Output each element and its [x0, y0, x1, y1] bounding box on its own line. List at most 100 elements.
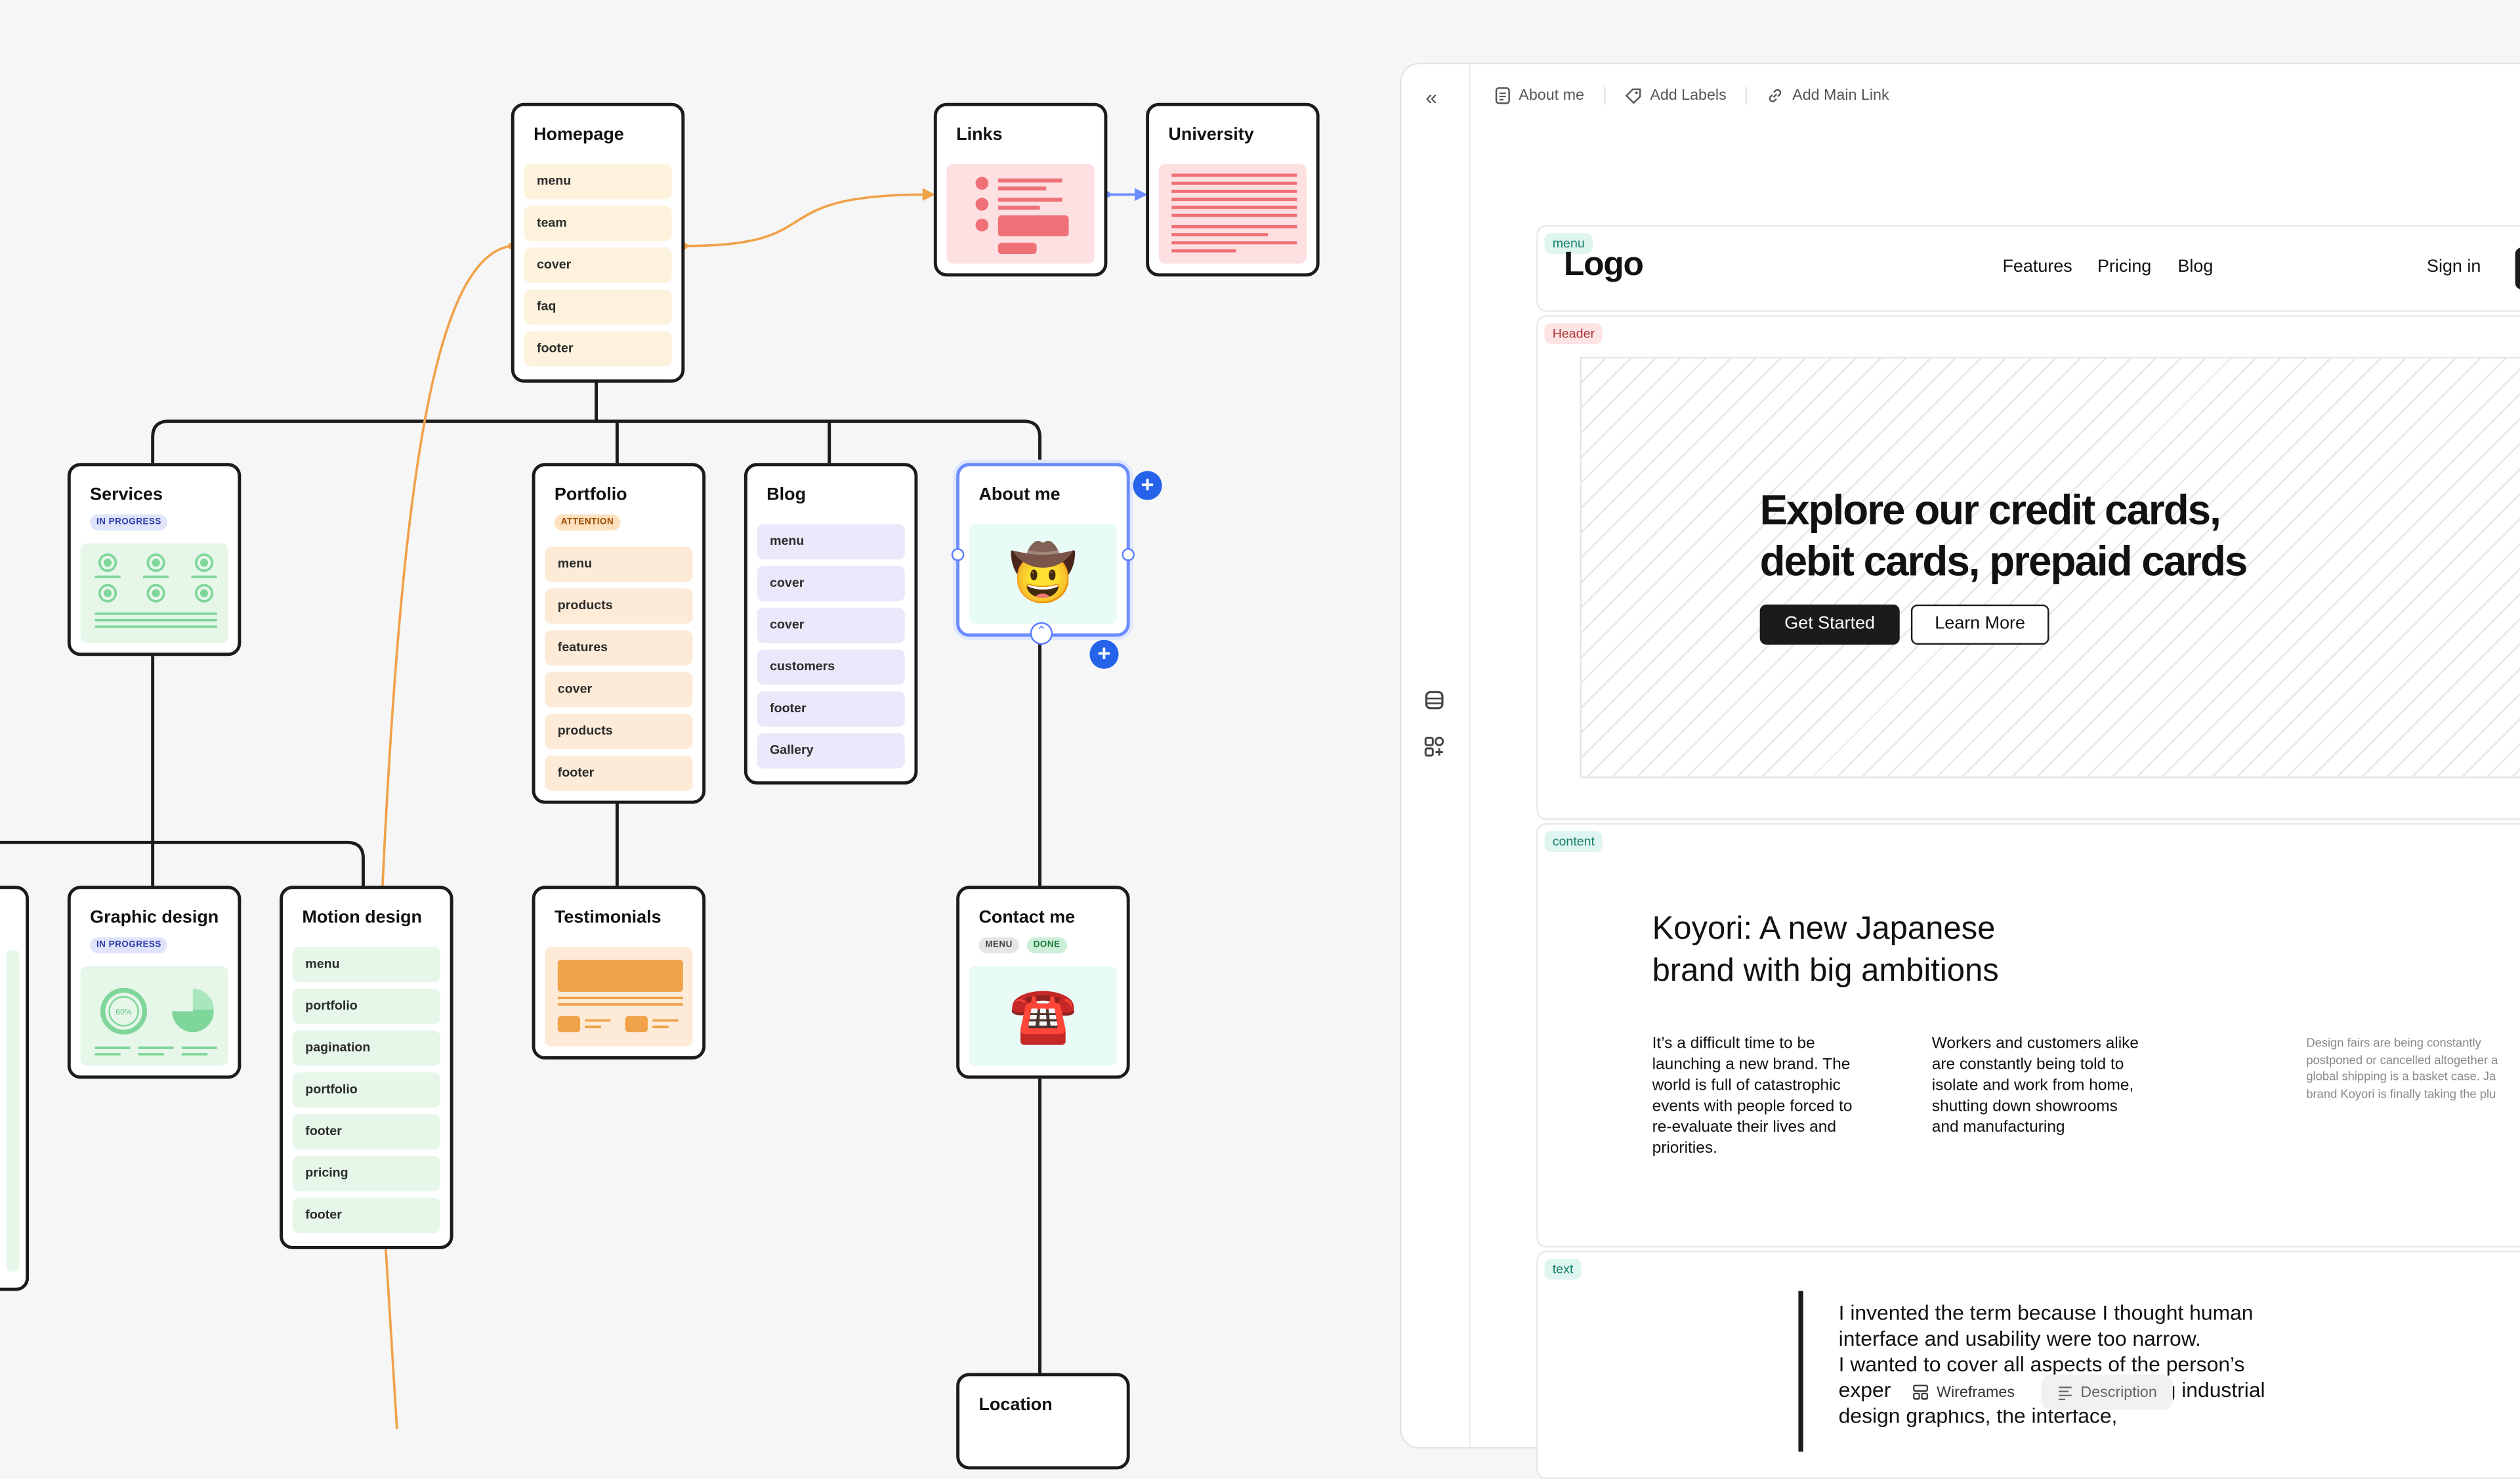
- collapse-chevron-icon[interactable]: ⌃: [1030, 622, 1053, 645]
- card-title: Blog: [766, 485, 807, 505]
- add-node-below-button[interactable]: +: [1089, 639, 1119, 669]
- text-line: brand Koyori is finally taking the plu: [2306, 1086, 2496, 1101]
- content-title: Koyori: A new Japanese brand with big am…: [1652, 909, 1999, 992]
- status-badge: DONE: [1026, 937, 1067, 954]
- layers-icon[interactable]: [1424, 690, 1445, 711]
- blog-item[interactable]: cover: [757, 607, 905, 643]
- sign-in-link[interactable]: Sign in: [2426, 257, 2481, 277]
- blog-item[interactable]: footer: [757, 691, 905, 727]
- nav-link-features[interactable]: Features: [2002, 257, 2072, 277]
- motion-design-card[interactable]: Motion design menu portfolio pagination …: [280, 886, 453, 1249]
- motion-item[interactable]: portfolio: [292, 989, 441, 1025]
- motion-item[interactable]: pricing: [292, 1155, 441, 1191]
- card-title: Location: [978, 1395, 1053, 1415]
- portfolio-item[interactable]: products: [545, 588, 693, 624]
- text-line: interface and usability were too narrow.: [1838, 1326, 2201, 1351]
- portfolio-item[interactable]: cover: [545, 672, 693, 708]
- tag-icon: [1624, 88, 1641, 104]
- section-tag: text: [1544, 1258, 1582, 1280]
- portfolio-item[interactable]: products: [545, 714, 693, 750]
- panel-rail: «: [1402, 64, 1471, 1447]
- homepage-item[interactable]: cover: [524, 247, 672, 284]
- nav-link-blog[interactable]: Blog: [2177, 257, 2214, 277]
- header-section[interactable]: Header Explore our credit cards, debit c…: [1536, 315, 2520, 820]
- hero-headline: Explore our credit cards, debit cards, p…: [1760, 484, 2248, 587]
- links-thumbnail: [946, 163, 1095, 264]
- portfolio-item[interactable]: footer: [545, 756, 693, 791]
- motion-item[interactable]: portfolio: [292, 1072, 441, 1108]
- homepage-item[interactable]: faq: [524, 289, 672, 325]
- homepage-card[interactable]: Homepage menu team cover faq footer: [511, 102, 685, 383]
- text-line: events with people forced to: [1652, 1098, 1853, 1116]
- offscreen-card[interactable]: [0, 886, 30, 1291]
- portfolio-item[interactable]: menu: [545, 546, 693, 582]
- menu-section[interactable]: menu Logo Features Pricing Blog Sign in: [1536, 225, 2520, 312]
- section-tag: content: [1544, 831, 1603, 852]
- motion-item[interactable]: menu: [292, 947, 441, 983]
- portfolio-card[interactable]: Portfolio ATTENTION menu products featur…: [532, 463, 706, 804]
- text-line: Design fairs are being constantly: [2306, 1035, 2481, 1050]
- text-line: are constantly being told to: [1931, 1056, 2124, 1074]
- services-card[interactable]: Services IN PROGRESS: [67, 463, 242, 656]
- graphic-design-card[interactable]: Graphic design IN PROGRESS 60%: [67, 886, 242, 1079]
- contact-me-card[interactable]: Contact me MENU DONE ☎️: [956, 886, 1130, 1079]
- collapse-panel-icon[interactable]: «: [1425, 85, 1437, 110]
- card-title: Motion design: [302, 908, 422, 928]
- content-title-line: brand with big ambitions: [1652, 953, 1999, 989]
- content-column-1: It’s a difficult time to be launching a …: [1652, 1034, 1853, 1159]
- content-column-2: Workers and customers alike are constant…: [1932, 1034, 2139, 1138]
- content-section[interactable]: content Koyori: A new Japanese brand wit…: [1536, 823, 2520, 1248]
- add-node-right-button[interactable]: +: [1133, 471, 1162, 500]
- text-line: global shipping is a basket case. Ja: [2306, 1069, 2496, 1084]
- text-line: shutting down showrooms: [1931, 1098, 2118, 1116]
- about-me-thumbnail: 🤠: [969, 524, 1118, 624]
- panel-toolbar: About me Add Labels Add Main Link: [1495, 87, 1928, 105]
- learn-more-button[interactable]: Learn More: [1910, 604, 2049, 645]
- telephone-emoji-icon: ☎️: [1009, 985, 1078, 1047]
- location-card[interactable]: Location: [956, 1373, 1130, 1470]
- blog-item[interactable]: cover: [757, 566, 905, 601]
- add-main-link-button[interactable]: Add Main Link: [1767, 87, 1908, 104]
- homepage-item[interactable]: footer: [524, 331, 672, 367]
- motion-item[interactable]: pagination: [292, 1030, 441, 1066]
- card-title: Links: [956, 125, 1003, 145]
- add-labels-button[interactable]: Add Labels: [1624, 87, 1748, 105]
- content-title-line: Koyori: A new Japanese: [1652, 911, 1996, 947]
- add-main-link-label: Add Main Link: [1792, 87, 1889, 105]
- blog-item[interactable]: menu: [757, 524, 905, 560]
- page-name-button[interactable]: About me: [1495, 87, 1605, 105]
- motion-item[interactable]: footer: [292, 1197, 441, 1233]
- card-title: Contact me: [978, 908, 1076, 928]
- blog-item[interactable]: Gallery: [757, 733, 905, 769]
- status-badge: ATTENTION: [554, 514, 621, 531]
- connect-handle-left[interactable]: [951, 548, 965, 561]
- graphic-design-thumbnail: 60%: [80, 966, 228, 1066]
- university-card[interactable]: University: [1146, 102, 1320, 277]
- get-started-button[interactable]: Get Started: [1759, 604, 1900, 645]
- text-line: and manufacturing: [1931, 1119, 2065, 1137]
- connect-handle-right[interactable]: [1122, 548, 1135, 561]
- card-title: Graphic design: [90, 908, 219, 928]
- contact-me-thumbnail: ☎️: [969, 966, 1118, 1066]
- motion-item[interactable]: footer: [292, 1114, 441, 1150]
- cta-button[interactable]: [2515, 247, 2520, 289]
- blog-card[interactable]: Blog menu cover cover customers footer G…: [744, 463, 918, 785]
- homepage-item[interactable]: team: [524, 205, 672, 242]
- portfolio-item[interactable]: features: [545, 630, 693, 666]
- description-tab[interactable]: Description: [2040, 1374, 2174, 1410]
- view-switcher: Wireframes Description: [1896, 1374, 2174, 1410]
- testimonials-card[interactable]: Testimonials: [532, 886, 706, 1060]
- links-card[interactable]: Links: [933, 102, 1108, 277]
- blog-item[interactable]: customers: [757, 649, 905, 685]
- wireframes-tab[interactable]: Wireframes: [1896, 1374, 2031, 1410]
- components-add-icon[interactable]: [1424, 737, 1445, 758]
- cowboy-emoji-icon: 🤠: [1009, 543, 1078, 605]
- link-icon: [1769, 89, 1782, 102]
- about-me-card[interactable]: About me 🤠: [956, 463, 1130, 637]
- homepage-item[interactable]: menu: [524, 163, 672, 200]
- text-section[interactable]: text I invented the term because I thoug…: [1536, 1251, 2520, 1479]
- nav-link-pricing[interactable]: Pricing: [2097, 257, 2152, 277]
- section-tag: Header: [1544, 323, 1603, 345]
- status-badge: IN PROGRESS: [90, 937, 168, 954]
